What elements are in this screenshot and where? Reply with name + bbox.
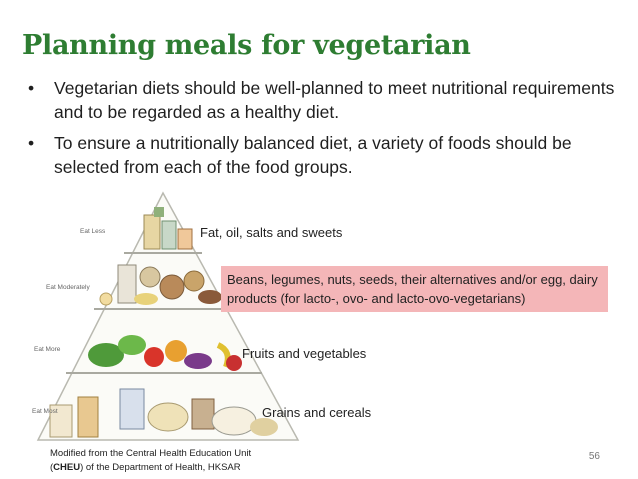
- label-grains-cereals: Grains and cereals: [262, 405, 372, 420]
- page-number: 56: [588, 451, 600, 462]
- label-fruits-vegetables: Fruits and vegetables: [242, 346, 367, 361]
- tier-label-eat-most: Eat Most: [32, 408, 58, 415]
- protein-dairy-icon: [99, 264, 222, 306]
- label-beans-legumes-dairy: Beans, legumes, nuts, seeds, their alter…: [221, 266, 608, 312]
- fat-oil-sweets-icon: [143, 207, 193, 250]
- footnote-abbr: CHEU: [53, 462, 81, 473]
- footnote-line-2: (CHEU) of the Department of Health, HKSA…: [50, 461, 251, 475]
- bullet-list: • Vegetarian diets should be well-planne…: [28, 76, 628, 186]
- bullet-icon: •: [28, 78, 35, 98]
- source-footnote: Modified from the Central Health Educati…: [50, 447, 251, 475]
- tier-label-eat-less: Eat Less: [80, 228, 106, 235]
- bullet-item: • To ensure a nutritionally balanced die…: [28, 131, 628, 179]
- bullet-item: • Vegetarian diets should be well-planne…: [28, 76, 628, 124]
- bullet-text: Vegetarian diets should be well-planned …: [54, 78, 615, 122]
- pyramid-outline: [36, 191, 300, 441]
- footnote-open-paren: (: [50, 462, 54, 473]
- bullet-text: To ensure a nutritionally balanced diet,…: [54, 133, 572, 177]
- tier-label-eat-moderately: Eat Moderately: [46, 284, 90, 291]
- footnote-line-2-rest: ) of the Department of Health, HKSAR: [80, 462, 241, 473]
- label-fat-oil-salts-sweets: Fat, oil, salts and sweets: [200, 225, 343, 240]
- grains-cereals-icon: [49, 388, 278, 438]
- bullet-icon: •: [28, 133, 35, 153]
- tier-label-eat-more: Eat More: [34, 346, 61, 353]
- footnote-line-1: Modified from the Central Health Educati…: [50, 448, 252, 459]
- fruits-vegetables-icon: [88, 335, 242, 371]
- food-pyramid: Eat Less Eat Moderately Eat More Eat Mos…: [32, 191, 300, 441]
- slide-title: Planning meals for vegetarian: [22, 30, 471, 61]
